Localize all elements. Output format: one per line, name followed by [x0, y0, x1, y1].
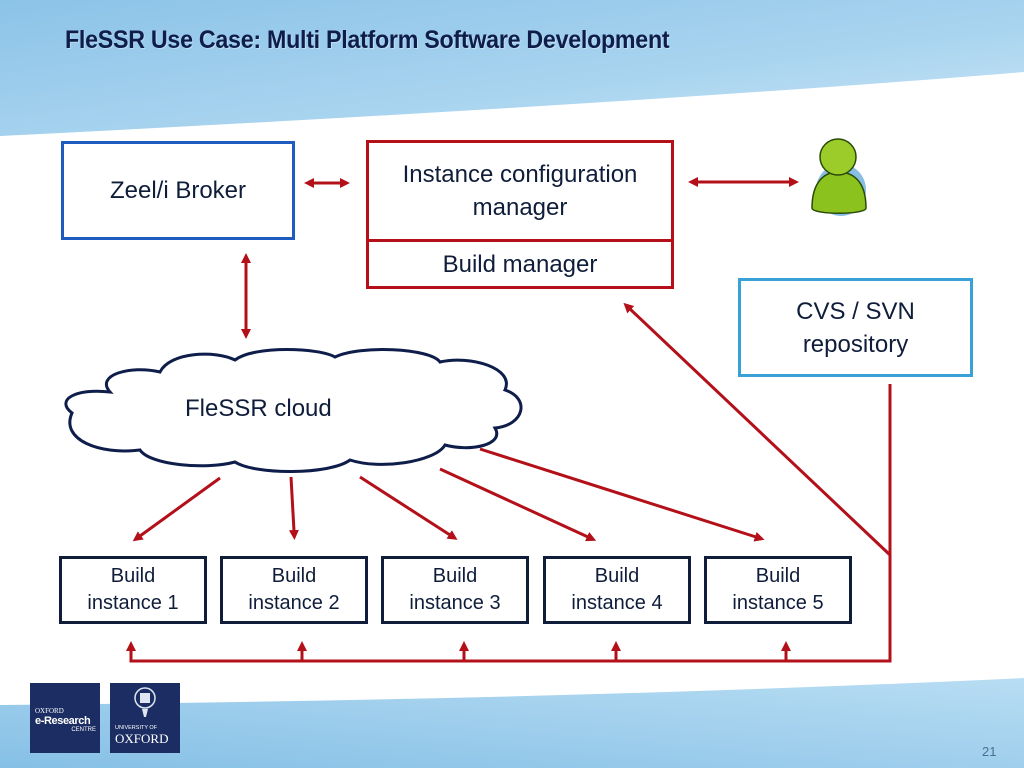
cloud-shape — [64, 348, 523, 473]
arrow-cloud-instance-2 — [288, 476, 299, 540]
broker-box: Zeel/i Broker — [61, 141, 295, 240]
user-icon — [811, 138, 867, 216]
footer-swoosh — [0, 678, 1024, 768]
build-manager-label: Build manager — [442, 250, 598, 278]
build-instance-line2: instance 2 — [248, 592, 340, 614]
broker-label: Zeel/i Broker — [109, 177, 247, 204]
build-instance-5: Build instance 5 — [704, 556, 852, 624]
header-swoosh — [0, 0, 1024, 136]
slide-title: FleSSR Use Case: Multi Platform Software… — [65, 26, 670, 54]
oxford-logo-line2: OXFORD — [115, 731, 169, 746]
build-instance-line2: instance 5 — [732, 592, 824, 614]
build-instance-line2: instance 3 — [409, 592, 501, 614]
oxford-logo-line1: UNIVERSITY OF — [115, 725, 158, 731]
crest-icon — [134, 687, 156, 717]
build-instance-line1: Build — [594, 565, 640, 587]
build-instance-line2: instance 1 — [87, 592, 179, 614]
build-instance-line1: Build — [755, 565, 801, 587]
oxford-logo: UNIVERSITY OF OXFORD — [110, 683, 180, 753]
repository-label: CVS / SVN repository — [796, 297, 915, 358]
cloud-label: FleSSR cloud — [185, 395, 332, 422]
arrow-cloud-instance-3 — [359, 475, 458, 540]
build-instance-line1: Build — [271, 565, 317, 587]
build-instance-4: Build instance 4 — [543, 556, 691, 624]
config-manager-label: Instance configuration manager — [402, 161, 638, 221]
page-number: 21 — [982, 744, 997, 759]
build-manager-box: Build manager — [366, 239, 674, 289]
build-instance-line1: Build — [110, 565, 156, 587]
oerc-logo-line2: e-Research — [35, 715, 91, 727]
repository-box: CVS / SVN repository — [738, 278, 973, 377]
build-instance-line1: Build — [432, 565, 478, 587]
build-instance-line2: instance 4 — [571, 592, 663, 614]
oerc-logo-line1: OXFORD — [35, 707, 64, 715]
build-instance-2: Build instance 2 — [220, 556, 368, 624]
arrow-cloud-instance-1 — [132, 476, 221, 542]
arrow-cloud-instance-4 — [439, 467, 597, 542]
build-instance-3: Build instance 3 — [381, 556, 529, 624]
config-manager-box: Instance configuration manager — [366, 140, 674, 242]
arrow-repo-buildmanager — [623, 302, 892, 557]
build-instance-1: Build instance 1 — [59, 556, 207, 624]
arrow-cloud-instance-5 — [479, 447, 765, 542]
oerc-logo-line3: CENTRE — [71, 727, 96, 733]
oerc-logo: OXFORD e-Research CENTRE — [30, 683, 100, 753]
